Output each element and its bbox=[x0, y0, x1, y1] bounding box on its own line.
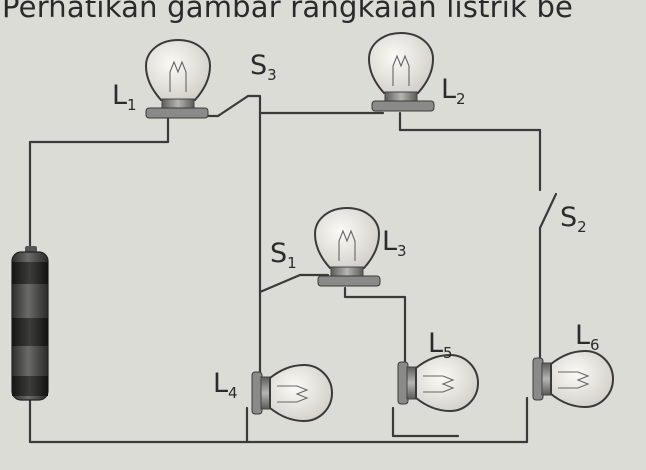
battery-band-top bbox=[12, 262, 48, 284]
label-l3: L3 bbox=[382, 226, 407, 260]
battery-band-bottom bbox=[12, 376, 48, 396]
label-s3: S3 bbox=[250, 50, 277, 84]
lamp-l5 bbox=[397, 353, 480, 413]
lamp-l3 bbox=[313, 206, 381, 287]
label-s1: S1 bbox=[270, 238, 297, 272]
label-l1: L1 bbox=[112, 80, 137, 114]
wire-l2-s2 bbox=[398, 111, 542, 192]
wire-battery-l1 bbox=[28, 114, 170, 254]
lamp-l4 bbox=[251, 363, 334, 423]
switch-s2 bbox=[538, 192, 558, 230]
lamp-l1 bbox=[144, 38, 212, 119]
lamp-l2 bbox=[367, 31, 435, 112]
wire-l3-l5 bbox=[343, 286, 407, 364]
battery-band-middle bbox=[12, 318, 48, 346]
wire-l5-bottom bbox=[391, 406, 460, 438]
switch-s3 bbox=[216, 94, 250, 118]
wire-s3-node bbox=[246, 94, 385, 115]
lamp-l6 bbox=[532, 349, 615, 409]
wires bbox=[28, 94, 542, 444]
page-heading: Perhatikan gambar rangkaian listrik be bbox=[2, 0, 574, 24]
label-l4: L4 bbox=[213, 368, 238, 402]
label-l6: L6 bbox=[575, 320, 600, 354]
label-s2: S2 bbox=[560, 202, 587, 236]
battery bbox=[11, 246, 49, 401]
label-l5: L5 bbox=[428, 328, 453, 362]
label-l2: L2 bbox=[441, 74, 466, 108]
wire-bottom-return bbox=[28, 396, 529, 444]
switch-s1 bbox=[258, 273, 302, 294]
